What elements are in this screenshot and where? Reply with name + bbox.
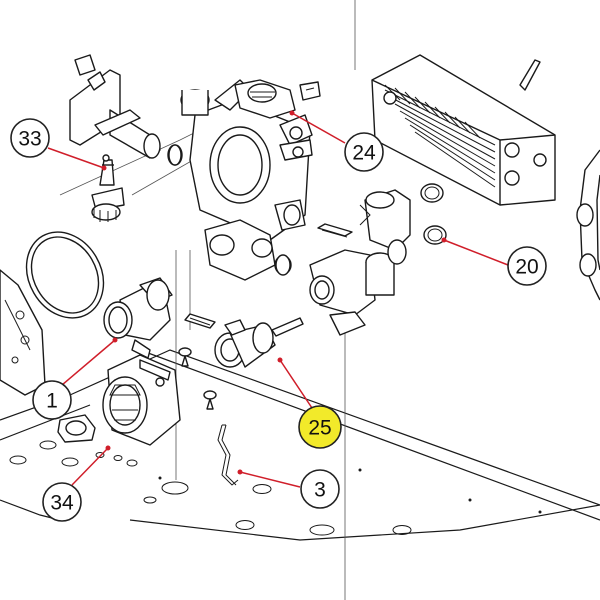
pump-body-housing <box>180 79 313 241</box>
callout-33-label: 33 <box>18 128 41 151</box>
callout-25: 25 <box>298 405 342 449</box>
callout-20: 20 <box>507 246 547 286</box>
o-ring-gasket-large <box>25 231 105 319</box>
plate-heat-exchanger <box>371 54 556 206</box>
leader-25 <box>279 359 313 409</box>
callout-3: 3 <box>300 469 340 509</box>
leader-lines <box>47 110 509 488</box>
leader-33 <box>47 147 105 169</box>
leader-20 <box>443 239 509 266</box>
callout-25-label: 25 <box>308 417 331 440</box>
leader-1 <box>61 339 116 386</box>
pump-lower-outlet <box>204 199 306 281</box>
callout-24: 24 <box>344 132 384 172</box>
valve-assembly-top-left <box>69 54 183 166</box>
o-ring-small-set <box>168 144 447 276</box>
callout-34-label: 34 <box>50 492 74 515</box>
diverter-valve-body <box>309 189 411 336</box>
elbow-connector-1 <box>103 277 173 359</box>
callout-3-circle <box>300 469 340 509</box>
valve-cartridge-33 <box>91 154 125 222</box>
screw-set <box>178 347 217 410</box>
leader-24 <box>291 112 346 144</box>
callout-24-label: 24 <box>352 142 376 165</box>
callout-33: 33 <box>10 118 50 158</box>
chassis-frame <box>0 349 600 541</box>
callout-1-label: 1 <box>46 390 58 413</box>
air-vent-manifold-24 <box>234 79 321 119</box>
callout-3-label: 3 <box>314 479 326 502</box>
callout-20-circle <box>507 246 547 286</box>
leader-3 <box>239 471 301 488</box>
callout-20-label: 20 <box>515 256 538 279</box>
callout-1: 1 <box>32 380 72 420</box>
retaining-clip-center <box>317 223 353 238</box>
pump-motor-head-34 <box>57 354 181 467</box>
callout-24-circle <box>344 132 384 172</box>
callout-25-circle <box>298 405 342 449</box>
callout-33-circle <box>10 118 50 158</box>
flow-sensor-25 <box>184 313 304 368</box>
pipe-right-edge <box>576 149 600 301</box>
callout-34: 34 <box>42 482 82 522</box>
spring-clip-3 <box>217 424 239 486</box>
leader-34 <box>71 447 109 486</box>
callout-1-circle <box>32 380 72 420</box>
callout-34-circle <box>42 482 82 522</box>
